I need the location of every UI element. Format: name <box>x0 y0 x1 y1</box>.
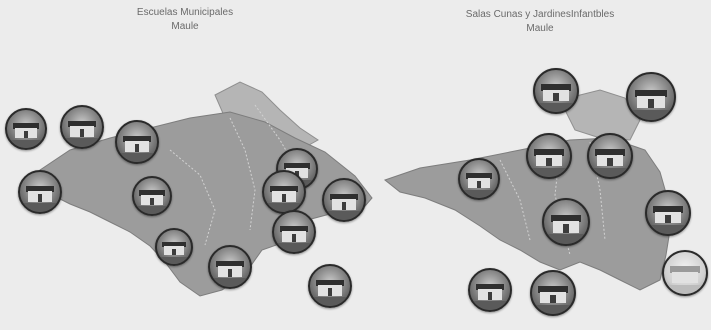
right-nursery-photo-9[interactable] <box>530 270 576 316</box>
right-nursery-photo-6[interactable] <box>542 198 590 246</box>
right-nursery-photo-10[interactable] <box>662 250 708 296</box>
left-school-photo-12[interactable] <box>308 264 352 308</box>
left-map-subtitle: Maule <box>171 21 199 32</box>
left-school-photo-6[interactable] <box>155 228 193 266</box>
right-map <box>383 89 671 291</box>
left-school-photo-9[interactable] <box>262 170 306 214</box>
right-map-title: Salas Cunas y JardinesInfantbles Maule <box>450 8 630 36</box>
right-map-title-text: Salas Cunas y JardinesInfantbles <box>465 9 615 20</box>
left-school-photo-5[interactable] <box>132 176 172 216</box>
left-school-photo-4[interactable] <box>18 170 62 214</box>
right-nursery-photo-1[interactable] <box>533 68 579 114</box>
left-school-photo-1[interactable] <box>5 108 47 150</box>
right-map-subtitle: Maule <box>526 23 554 34</box>
left-school-photo-3[interactable] <box>115 120 159 164</box>
right-nursery-photo-7[interactable] <box>645 190 691 236</box>
right-map-border-1 <box>499 159 531 241</box>
left-school-photo-2[interactable] <box>60 105 104 149</box>
left-map-title: Escuelas Municipales Maule <box>110 6 260 34</box>
left-school-photo-11[interactable] <box>272 210 316 254</box>
right-nursery-photo-3[interactable] <box>458 158 500 200</box>
left-school-photo-7[interactable] <box>208 245 252 289</box>
right-nursery-photo-4[interactable] <box>526 133 572 179</box>
right-map-north-sector <box>559 89 641 141</box>
right-nursery-photo-5[interactable] <box>587 133 633 179</box>
right-nursery-photo-2[interactable] <box>626 72 676 122</box>
right-nursery-photo-8[interactable] <box>468 268 512 312</box>
left-map-border-2 <box>229 117 256 231</box>
left-map-title-text: Escuelas Municipales <box>136 7 234 18</box>
left-school-photo-10[interactable] <box>322 178 366 222</box>
right-map-border-3 <box>554 149 571 256</box>
